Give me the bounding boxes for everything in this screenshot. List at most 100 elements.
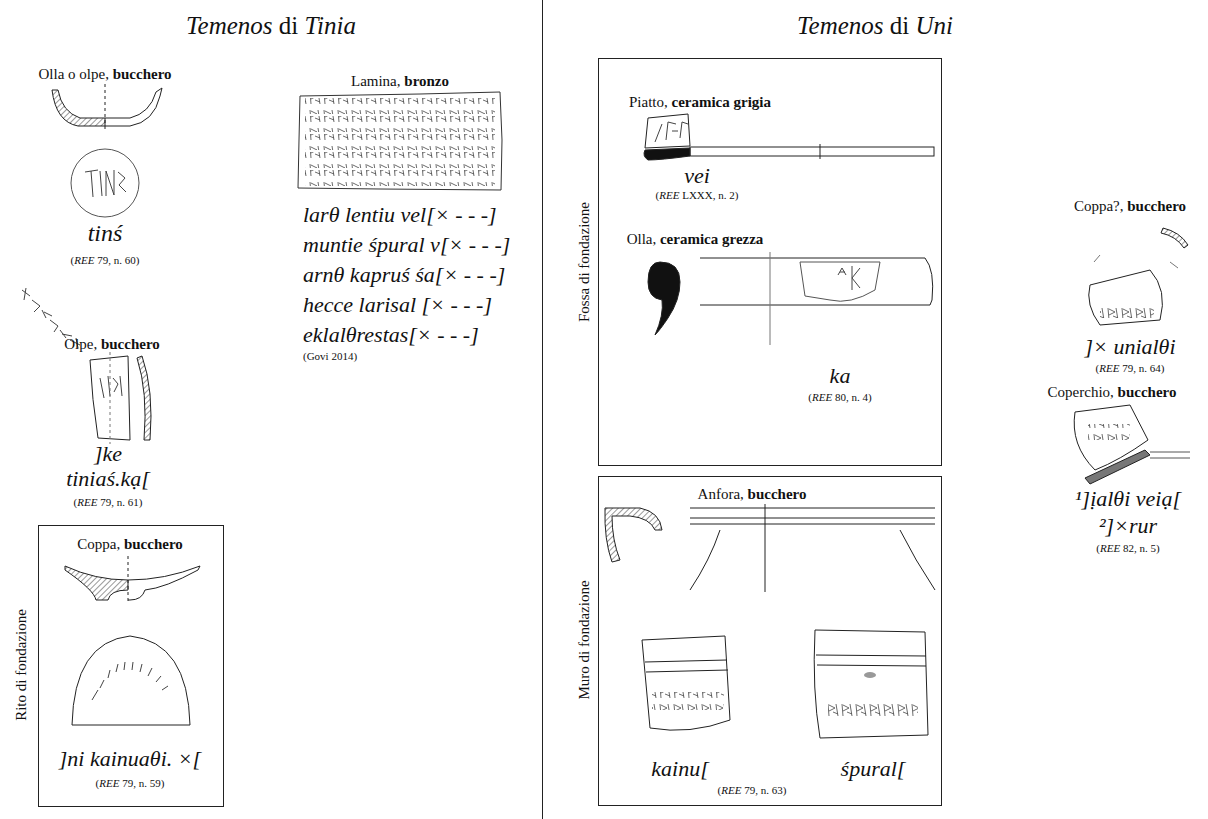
inscription-reading: ]ni kainuaθi. ×[: [59, 746, 201, 771]
object-caption: Olla o olpe, bucchero: [38, 66, 171, 83]
reference-note: (REE 79, n. 64): [1096, 362, 1165, 375]
coppa-uni-drawing-part: [1161, 228, 1188, 248]
olla-grezza-drawing-part: [700, 258, 933, 305]
olla-drawing-part: [105, 84, 106, 130]
lamina-drawing: [298, 92, 502, 190]
coppa-drawing-part: [128, 566, 200, 600]
reference-note: (REE 79, n. 59): [96, 777, 165, 790]
object-caption: Olpe, bucchero: [64, 336, 160, 353]
inscription-reading: muntie śpural v[× - - -]: [303, 232, 510, 257]
object-caption: Coppa, bucchero: [77, 536, 183, 553]
vertical-group-label: Rito di fondazione: [13, 609, 30, 721]
coppa-uni-drawing: [1089, 228, 1188, 325]
inscription-reading: ¹]ịalθi veiạ[: [1075, 486, 1181, 511]
coppa-drawing-part: [128, 556, 129, 604]
anfora-drawing-part: [828, 702, 918, 720]
coppa-uni-drawing-part: [1089, 270, 1163, 325]
lamina-drawing-part: [305, 170, 495, 186]
olla-grezza-drawing-part: [838, 266, 860, 290]
foundation-group-box: Rito di fondazione Coppa, bucchero ]ni kai…: [8, 525, 224, 807]
object-caption: Piatto, ceramica grigia: [629, 94, 771, 111]
piatto-drawing-part: [645, 114, 690, 148]
inscription-reading: śpural[: [841, 756, 906, 781]
reference-note: (REE 79, n. 63): [718, 784, 787, 797]
inscription-reading: tinś: [88, 220, 123, 248]
coppa-uni-drawing-part: [1094, 255, 1178, 268]
olpe-drawing-part: [110, 352, 111, 444]
reference-note: (REE 80, n. 4): [808, 391, 871, 404]
olla-grezza-drawing-part: [770, 252, 771, 345]
anfora-drawing-part: [642, 636, 730, 730]
piatto-drawing: [644, 114, 934, 160]
panel-title: Temenos di Tinia: [186, 12, 356, 41]
olla-drawing-part: [85, 170, 126, 197]
piatto-drawing-part: [644, 148, 690, 160]
inscription-reading: eklalθrestas[× - - -]: [303, 322, 479, 347]
olla-drawing-part: [105, 88, 162, 126]
vertical-group-label: Muro di fondazione: [576, 580, 593, 699]
inscription-reading: ]× unialθi: [1084, 334, 1175, 359]
box-border: [598, 58, 942, 466]
vertical-group-label: Fossa di fondazione: [576, 202, 593, 322]
inscription-reading: hecce larisal [× - - -]: [303, 292, 492, 317]
reference-note: (REE 79, n. 60): [71, 254, 140, 267]
olla-drawing-part: [52, 90, 105, 126]
anfora-drawing-part: [864, 672, 876, 678]
reference-note: (REE 82, n. 5): [1096, 542, 1159, 555]
anfora-drawing-part: [652, 692, 724, 710]
temenos-panel: Temenos di UniFossa di fondazione Piatto,…: [543, 0, 1208, 819]
coperchio-drawing-part: [1085, 450, 1150, 484]
coperchio-drawing: [1074, 405, 1190, 484]
coperchio-drawing-part: [1088, 424, 1130, 440]
lamina-drawing-part: [305, 98, 495, 114]
olpe-drawing-part: [137, 356, 151, 440]
lamina-drawing-part: [305, 134, 495, 150]
anfora-drawing-part: [814, 630, 928, 738]
piatto-drawing-part: [820, 144, 821, 159]
inscription-reading: kainu[: [651, 756, 708, 781]
inscription-reading: ²]×rur: [1099, 513, 1157, 538]
piatto-drawing-part: [655, 122, 688, 142]
anfora-drawing-part: [765, 504, 766, 592]
temenos-panel: Temenos di TiniaRito di fondazione Coppa,…: [0, 0, 543, 819]
lamina-drawing-part: [305, 116, 495, 132]
coppa-drawing-part: [72, 636, 190, 725]
object-caption: Anfora, bucchero: [698, 486, 807, 503]
inscription-reading: vei: [684, 163, 710, 188]
reference-note: (REE 79, n. 61): [74, 496, 143, 509]
olla-drawing-part: [71, 149, 139, 217]
foundation-group-box: Muro di fondazione Anfora, bucchero kainu[…: [572, 476, 942, 806]
lamina-drawing-part: [298, 92, 502, 190]
anfora-drawing: [605, 504, 935, 738]
coppa-drawing-part: [92, 662, 168, 700]
reference-note: (Govi 2014): [303, 350, 357, 363]
object-caption: Lamina, bronzo: [351, 73, 449, 90]
panel-title: Temenos di Uni: [797, 12, 953, 41]
anfora-drawing-part: [690, 508, 935, 524]
object-caption: Coppa?, bucchero: [1074, 198, 1186, 215]
olpe-drawing-part: [90, 356, 130, 440]
foundation-group-box: Fossa di fondazione Piatto, ceramica grig…: [572, 58, 942, 466]
olla-drawing: [52, 84, 162, 217]
anfora-drawing-part: [690, 530, 935, 590]
object-caption: Olla, ceramica grezza: [627, 231, 764, 248]
reference-note: (REE LXXX, n. 2): [656, 189, 739, 202]
coperchio-drawing-part: [1150, 452, 1190, 458]
anfora-drawing-part: [605, 508, 662, 562]
coppa-drawing: [65, 556, 200, 725]
inscription-reading: ka: [830, 363, 851, 388]
olpe-drawing: [22, 288, 151, 444]
piatto-drawing-part: [690, 147, 934, 156]
coppa-uni-drawing-part: [1100, 302, 1154, 318]
anfora-drawing-part: [645, 660, 728, 672]
object-caption: Coperchio, bucchero: [1048, 384, 1177, 401]
olla-grezza-drawing: [648, 252, 933, 345]
coppa-drawing-part: [65, 566, 128, 600]
olpe-drawing-part: [100, 376, 122, 398]
olla-grezza-drawing-part: [648, 262, 680, 335]
anfora-drawing-part: [816, 655, 926, 666]
olla-grezza-drawing-part: [800, 262, 880, 301]
inscription-reading: larθ lentiu vel[× - - -]: [303, 202, 497, 227]
